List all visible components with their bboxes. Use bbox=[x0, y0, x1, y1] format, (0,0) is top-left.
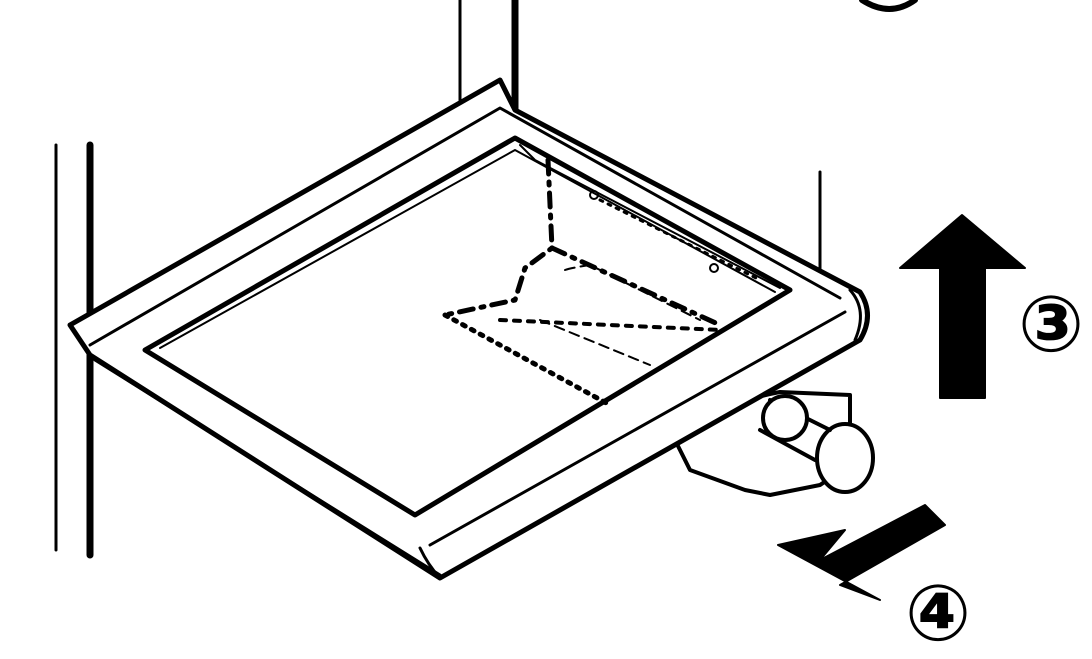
step-4-label: ④ bbox=[905, 575, 971, 653]
glass-shelf-tray bbox=[70, 80, 868, 578]
step-3-label: ③ bbox=[1018, 286, 1084, 364]
step-2-marker-icon bbox=[862, 0, 915, 9]
up-arrow-icon bbox=[900, 215, 1025, 398]
